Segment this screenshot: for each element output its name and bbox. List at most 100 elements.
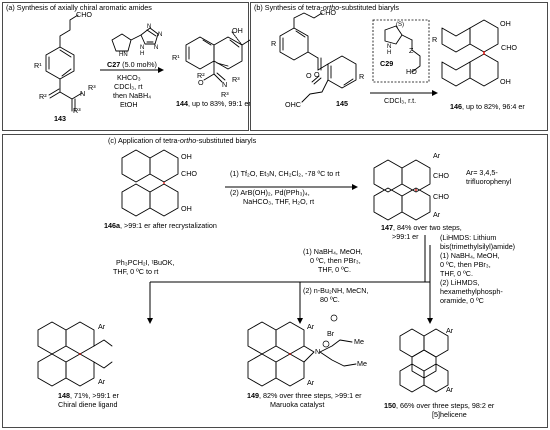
arrow-b [370, 90, 438, 96]
atom-hh: H [140, 51, 145, 57]
cond-left-2: THF, 0 ºC to rt [113, 267, 159, 276]
p148-name: Chiral diene ligand [58, 400, 118, 409]
atom-n-c29: N [387, 44, 392, 50]
atom-ar2-147: Ar [433, 210, 441, 219]
p149-name: Maruoka catalyst [270, 400, 325, 409]
cond-mid1-3: THF, 0 ºC. [318, 265, 351, 274]
p150-result: , 66% over three steps, 98:2 er [396, 401, 495, 410]
product-144 [185, 31, 251, 83]
catalyst-c27-label: C27 [107, 60, 121, 69]
step1-line2: (2) ArB(OH)₂, Pd(PPh₃)₄, [230, 188, 310, 197]
cond-mid1-1: (1) NaBH₄, MeOH, [303, 247, 363, 256]
catalyst-c29 [384, 25, 421, 73]
p148-result: , 71%, >99:1 er [70, 391, 119, 400]
atom-ho-c29: HO [406, 67, 417, 76]
cond-mid2-1: (2) n-Bu₂NH, MeCN, [303, 286, 369, 295]
atom-r1: R¹ [34, 61, 42, 70]
start-146a [121, 149, 179, 217]
atom-r2: R² [39, 92, 47, 101]
start-note-146a: , >99:1 er after recrystalization [120, 221, 217, 230]
substrate-label-143: 143 [54, 114, 66, 123]
atom-br-149: Br [327, 329, 335, 338]
cond-mid2-2: 80 ºC. [320, 295, 340, 304]
atom-oh2-146a: OH [181, 204, 192, 213]
atom-r3pa: R³ [232, 75, 240, 84]
product-144-text: 144, up to 83%, 99:1 er [176, 99, 251, 109]
ar-def-2: trifluorophenyl [466, 177, 512, 186]
atom-ar1-150: Ar [446, 326, 454, 335]
cond-a-3: then NaBH₄ [113, 91, 152, 100]
atom-cho2-147: CHO [433, 192, 449, 201]
atom-ohc-145: OHC [285, 100, 301, 109]
panel-c [2, 134, 548, 428]
catalyst-c27-loading: (5.0 mol%) [120, 60, 157, 69]
atom-me1-149: Me [354, 337, 364, 346]
substrate-label-145: 145 [336, 99, 348, 108]
arrowhead-150 [427, 318, 433, 324]
p150-text: 150, 66% over three steps, 98:2 er [384, 401, 495, 411]
atom-r-146: R [432, 35, 438, 44]
atom-oh2-146: OH [500, 77, 511, 86]
atom-nh: N [140, 45, 145, 51]
atom-nn2: N [158, 32, 163, 38]
atom-n: N [80, 89, 86, 98]
mid-147-text: 147, 84% over two steps, [381, 223, 462, 233]
branch-arrows [149, 235, 431, 318]
atom-ar1-148: Ar [98, 322, 106, 331]
atom-oh-144: OH [232, 26, 243, 35]
atom-n-149: N [315, 347, 321, 356]
atom-ar2-148: Ar [98, 377, 106, 386]
product-result-146: , up to 82%, 96:4 er [462, 102, 525, 111]
cond-a-1: KHCO₃ [117, 73, 141, 82]
p148-text: 148, 71%, >99:1 er [58, 391, 119, 401]
atom-z-c29: Z [409, 46, 414, 55]
catalyst-c27-text: C27 (5.0 mol%) [107, 60, 157, 70]
atom-hn: HN [119, 52, 128, 58]
mid-label-147: 147 [381, 223, 393, 232]
cond-right-1: (1) NaBH₄, MeOH, [440, 251, 500, 260]
intermediate-147 [373, 159, 431, 221]
lihmds-note-2: bis(trimethylsilyl)amide) [440, 242, 516, 251]
panel-c-title: (c) Application of tetra-ortho-substitut… [108, 136, 257, 146]
p149-label: 149 [247, 391, 259, 400]
arrow-a [100, 67, 164, 73]
step1-line3: NaHCO₃, THF, H₂O, rt [243, 197, 315, 206]
cond-a-4: EtOH [120, 100, 138, 109]
product-148 [37, 321, 113, 387]
cond-right-5: hexamethylphosph- [440, 287, 503, 296]
product-result-144: , up to 83%, 99:1 er [188, 99, 251, 108]
atom-oh1-146a: OH [181, 152, 192, 161]
panel-c-title-post: -substituted biaryls [196, 136, 257, 145]
catalyst-c27 [111, 27, 159, 52]
atom-cho-146a: CHO [181, 169, 197, 178]
atom-o1-145: O [314, 70, 320, 79]
product-149 [247, 314, 357, 387]
mid-result-147b: >99:1 er [392, 232, 419, 241]
atom-op: O [198, 78, 204, 87]
catalyst-c29-label: C29 [380, 59, 394, 68]
atom-nn3: N [154, 45, 159, 51]
p150-label: 150 [384, 401, 396, 410]
cond-b: CDCl₃, r.t. [384, 96, 417, 105]
atom-oh1-146: OH [500, 19, 511, 28]
lihmds-note-1: (LiHMDS: Lithium [440, 233, 497, 242]
atom-r-145b: R [359, 72, 365, 81]
atom-r3b: R³ [73, 106, 81, 115]
product-146-text: 146, up to 82%, 96:4 er [450, 102, 525, 112]
substrate-145 [279, 12, 357, 103]
cond-right-4: (2) LiHMDS, [440, 278, 480, 287]
cond-right-2: 0 ºC, then PBr₃, [440, 260, 491, 269]
atom-np: N [222, 80, 228, 89]
atom-s-c29: (S) [396, 22, 404, 28]
atom-ar1-149: Ar [307, 322, 315, 331]
ar-def-1: Ar= 3,4,5- [466, 168, 498, 177]
cond-right-3: THF, 0 ºC. [440, 269, 473, 278]
panel-b-title-pre: (b) Synthesis of tetra- [254, 3, 323, 12]
panel-b-title: (b) Synthesis of tetra-ortho-substituted… [254, 3, 399, 13]
panel-a [2, 2, 249, 131]
arrowhead-148 [147, 318, 153, 324]
mid-result-147a: , 84% over two steps, [393, 223, 462, 232]
atom-me2-149: Me [357, 359, 367, 368]
